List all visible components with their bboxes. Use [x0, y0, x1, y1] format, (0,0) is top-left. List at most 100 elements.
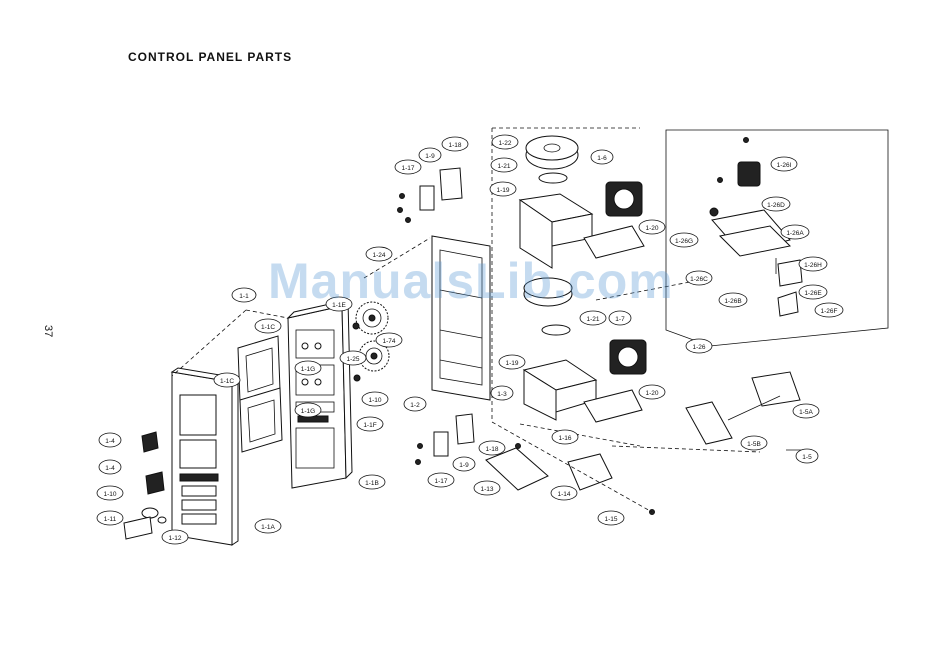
svg-text:1-20: 1-20: [645, 225, 658, 232]
svg-text:1-4: 1-4: [105, 465, 115, 472]
svg-text:1-26G: 1-26G: [675, 238, 693, 245]
svg-text:1-17: 1-17: [401, 165, 414, 172]
front-panel-1-1a: [172, 368, 238, 545]
svg-text:1-9: 1-9: [425, 153, 435, 160]
svg-text:1-26C: 1-26C: [690, 276, 708, 283]
callout-1-26e: 1-26E: [799, 285, 827, 299]
svg-text:1-22: 1-22: [498, 140, 511, 147]
upper-switch-1-9: [398, 168, 463, 223]
callout-1-9b: 1-9: [453, 457, 475, 471]
svg-text:1-25: 1-25: [346, 356, 359, 363]
svg-text:1-1G: 1-1G: [301, 408, 315, 415]
svg-text:1-26I: 1-26I: [777, 162, 792, 169]
callout-1-14: 1-14: [551, 486, 577, 500]
rotary-switch-1-5: [650, 372, 801, 515]
callout-1-74: 1-74: [376, 333, 402, 347]
callout-1-26g: 1-26G: [670, 233, 698, 247]
svg-text:1-18: 1-18: [485, 446, 498, 453]
svg-text:1-5B: 1-5B: [747, 441, 761, 448]
svg-text:1-26H: 1-26H: [804, 262, 822, 269]
callout-1-20b: 1-20: [639, 385, 665, 399]
callout-1-21: 1-21: [491, 158, 517, 172]
svg-text:1-20: 1-20: [645, 390, 658, 397]
callout-1-26i: 1-26I: [771, 157, 797, 171]
callout-1-4a: 1-4: [99, 433, 121, 447]
svg-text:1-14: 1-14: [557, 491, 570, 498]
callout-1-21b: 1-21: [580, 311, 606, 325]
callout-1-26b: 1-26B: [719, 293, 747, 307]
svg-text:1-21: 1-21: [586, 316, 599, 323]
callout-1-9: 1-9: [419, 148, 441, 162]
svg-text:1-26E: 1-26E: [804, 290, 822, 297]
svg-text:1-1A: 1-1A: [261, 524, 275, 531]
svg-text:1-26D: 1-26D: [767, 202, 785, 209]
callout-1-11: 1-11: [97, 511, 123, 525]
svg-text:1-5: 1-5: [802, 454, 812, 461]
callout-1-22: 1-22: [492, 135, 518, 149]
svg-text:1-19: 1-19: [496, 187, 509, 194]
svg-text:1-18: 1-18: [448, 142, 461, 149]
callout-1-1b: 1-1B: [359, 475, 385, 489]
watermark: ManualsLib.com: [268, 252, 674, 310]
callout-1-7: 1-7: [609, 311, 631, 325]
svg-text:1-15: 1-15: [604, 516, 617, 523]
callout-1-1g-a: 1-1G: [295, 361, 321, 375]
svg-text:1-5A: 1-5A: [799, 409, 813, 416]
svg-text:1-2: 1-2: [410, 402, 420, 409]
svg-text:1-3: 1-3: [497, 391, 507, 398]
callout-1-26: 1-26: [686, 339, 712, 353]
callout-1-26c: 1-26C: [686, 271, 712, 285]
callout-1-18b: 1-18: [479, 441, 505, 455]
svg-text:1-10: 1-10: [103, 491, 116, 498]
callout-1-1: 1-1: [232, 288, 256, 302]
svg-text:1-26: 1-26: [692, 344, 705, 351]
callout-1-6: 1-6: [591, 150, 613, 164]
callout-1-26f: 1-26F: [815, 303, 843, 317]
callout-1-25: 1-25: [340, 351, 366, 365]
callout-1-1c-b: 1-1C: [214, 373, 240, 387]
callout-1-20: 1-20: [639, 220, 665, 234]
svg-text:1-12: 1-12: [168, 535, 181, 542]
svg-text:1-74: 1-74: [382, 338, 395, 345]
svg-text:1-10: 1-10: [368, 397, 381, 404]
callout-1-17: 1-17: [395, 160, 421, 174]
svg-text:1-6: 1-6: [597, 155, 607, 162]
svg-text:1-17: 1-17: [434, 478, 447, 485]
callout-1-10b: 1-10: [362, 392, 388, 406]
control-panel-frame-1-1b: [288, 300, 352, 488]
svg-text:1-21: 1-21: [497, 163, 510, 170]
callout-1-15: 1-15: [598, 511, 624, 525]
svg-text:1-1: 1-1: [239, 293, 249, 300]
callout-1-1c-a: 1-1C: [255, 319, 281, 333]
callout-1-12: 1-12: [162, 530, 188, 544]
svg-text:1-1G: 1-1G: [301, 366, 315, 373]
svg-text:1-11: 1-11: [104, 516, 117, 523]
svg-text:1-16: 1-16: [558, 435, 571, 442]
callout-1-26h: 1-26H: [799, 257, 827, 271]
callout-1-3: 1-3: [491, 386, 513, 400]
svg-text:1-1C: 1-1C: [220, 378, 234, 385]
callout-1-10a: 1-10: [97, 486, 123, 500]
callout-1-1a: 1-1A: [255, 519, 281, 533]
svg-text:1-13: 1-13: [480, 486, 493, 493]
callout-1-4b: 1-4: [99, 460, 121, 474]
svg-text:1-26B: 1-26B: [724, 298, 741, 305]
svg-text:1-1C: 1-1C: [261, 324, 275, 331]
callout-1-16: 1-16: [552, 430, 578, 444]
callout-1-19: 1-19: [490, 182, 516, 196]
callout-1-26d: 1-26D: [762, 197, 790, 211]
callout-1-18: 1-18: [442, 137, 468, 151]
svg-text:1-19: 1-19: [505, 360, 518, 367]
svg-text:1-1B: 1-1B: [365, 480, 379, 487]
svg-text:1-4: 1-4: [105, 438, 115, 445]
callout-1-5a: 1-5A: [793, 404, 819, 418]
svg-text:1-26F: 1-26F: [821, 308, 838, 315]
callout-1-19b: 1-19: [499, 355, 525, 369]
callout-1-5: 1-5: [796, 449, 818, 463]
svg-text:1-9: 1-9: [459, 462, 469, 469]
callout-1-2: 1-2: [404, 397, 426, 411]
svg-text:1-26A: 1-26A: [786, 230, 804, 237]
upper-timer-assembly: [520, 136, 644, 268]
knobs: [124, 432, 166, 539]
